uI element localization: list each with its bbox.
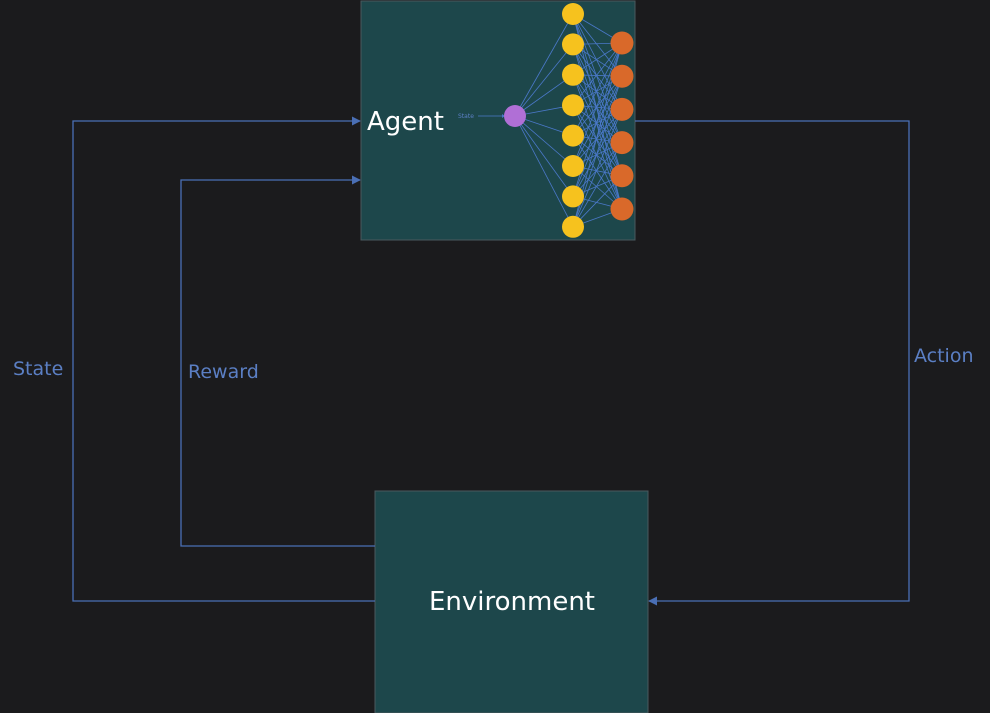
nn-edge-hidden-output bbox=[572, 42, 623, 106]
nn-input-label: State bbox=[458, 113, 474, 120]
nn-edge-input-hidden bbox=[514, 115, 574, 227]
nn-output-node bbox=[610, 197, 634, 221]
nn-edge-hidden-output bbox=[572, 76, 623, 167]
nn-edge-hidden-output bbox=[572, 109, 623, 167]
neural-network: State bbox=[458, 3, 634, 238]
nn-edge-hidden-output bbox=[572, 74, 623, 143]
nn-output-node bbox=[610, 64, 634, 88]
nn-output-node bbox=[610, 131, 634, 155]
nn-hidden-node bbox=[562, 94, 584, 117]
nn-edge-hidden-output bbox=[572, 175, 623, 228]
nn-edge-hidden-output bbox=[572, 142, 623, 197]
nn-edge-hidden-output bbox=[572, 135, 623, 210]
agent-label: Agent bbox=[367, 107, 444, 137]
nn-edge-hidden-output bbox=[572, 13, 623, 110]
nn-hidden-node bbox=[562, 185, 584, 208]
state-edge-label: State bbox=[13, 358, 63, 380]
nn-edge-hidden-output bbox=[572, 74, 623, 210]
nn-edge-input-hidden bbox=[514, 13, 574, 117]
action-edge bbox=[635, 120, 910, 606]
nn-hidden-node bbox=[562, 215, 584, 238]
state-edge bbox=[72, 116, 375, 602]
nn-output-node bbox=[610, 164, 634, 188]
nn-edge-hidden-output bbox=[572, 109, 623, 227]
nn-edge-hidden-output bbox=[572, 142, 623, 228]
nn-hidden-node bbox=[562, 63, 584, 86]
nn-edge-hidden-output bbox=[572, 44, 623, 143]
nn-input-arrowhead bbox=[502, 114, 505, 118]
nn-edge-hidden-output bbox=[572, 42, 623, 167]
nn-edge-hidden-output bbox=[572, 13, 623, 77]
environment-box bbox=[374, 490, 649, 713]
nn-edge-input-hidden bbox=[514, 44, 574, 117]
nn-edge-hidden-output bbox=[572, 42, 623, 136]
action-edge-label: Action bbox=[914, 345, 974, 367]
nn-edge-hidden-output bbox=[572, 105, 623, 210]
environment-label: Environment bbox=[429, 587, 595, 617]
nn-edge-hidden-output bbox=[572, 13, 623, 143]
reward-edge bbox=[180, 175, 375, 547]
nn-edge-input-hidden bbox=[514, 115, 574, 197]
nn-hidden-node bbox=[562, 33, 584, 56]
nn-edge-hidden-output bbox=[572, 109, 623, 197]
nn-input-node bbox=[504, 105, 526, 127]
nn-edge-input-hidden bbox=[514, 74, 574, 117]
nn-output-node bbox=[610, 31, 634, 55]
nn-edge-hidden-output bbox=[572, 75, 623, 136]
nn-hidden-node bbox=[562, 155, 584, 177]
nn-edge-input-hidden bbox=[514, 115, 574, 167]
nn-edge-hidden-output bbox=[572, 74, 623, 176]
nn-hidden-node bbox=[562, 124, 584, 147]
reward-edge-label: Reward bbox=[188, 361, 259, 383]
nn-edge-hidden-output bbox=[572, 44, 623, 176]
nn-edge-hidden-output bbox=[572, 44, 623, 110]
nn-hidden-node bbox=[562, 3, 584, 25]
nn-edge-hidden-output bbox=[572, 104, 623, 177]
nn-output-node bbox=[610, 97, 634, 121]
